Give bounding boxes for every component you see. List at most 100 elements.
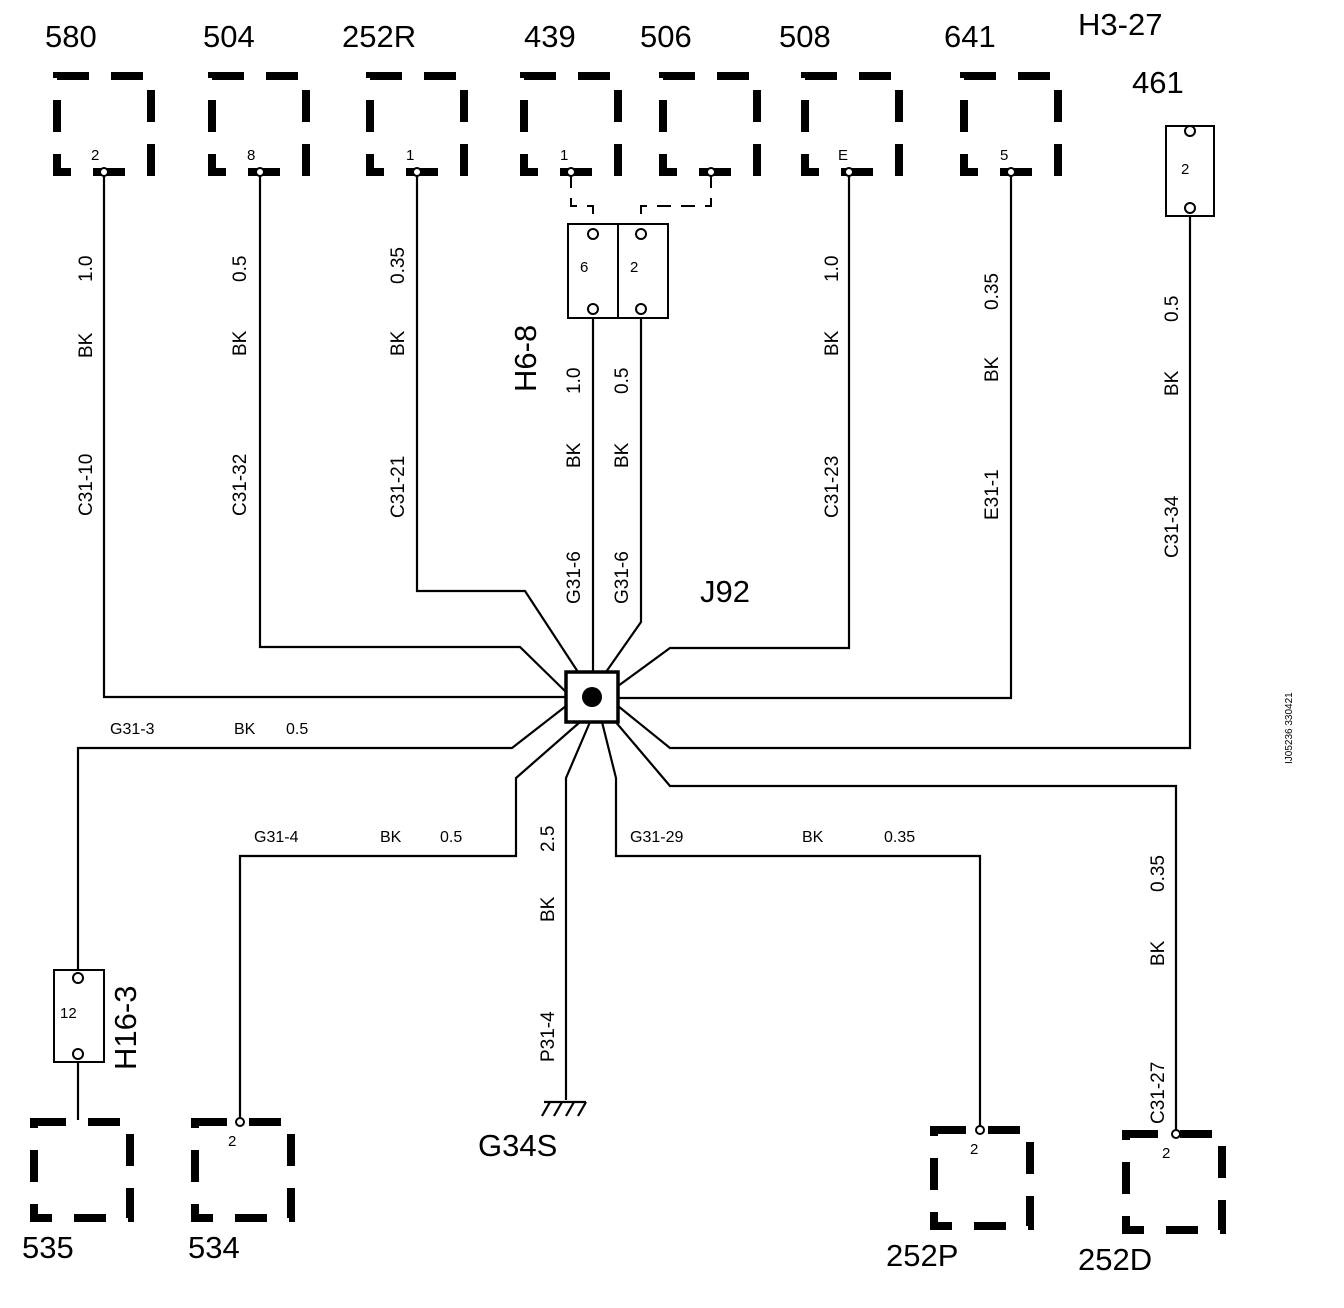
wire-580: [102, 174, 566, 699]
svg-text:BK: BK: [822, 330, 843, 356]
svg-text:1.0: 1.0: [564, 368, 585, 394]
svg-text:1: 1: [406, 147, 414, 164]
svg-text:2: 2: [91, 147, 99, 164]
label-j92: J92: [700, 574, 750, 609]
wire-641: [618, 174, 1013, 700]
svg-text:1.0: 1.0: [76, 256, 97, 282]
svg-text:C31-27: C31-27: [1148, 1062, 1169, 1124]
document-id: IJ05236 330421: [1284, 692, 1295, 764]
svg-text:BK: BK: [388, 330, 409, 356]
wire-461: [617, 212, 1192, 750]
svg-text:1.0: 1.0: [822, 256, 843, 282]
svg-text:252R: 252R: [342, 19, 416, 54]
svg-text:0.35: 0.35: [884, 829, 915, 846]
connector-461: 461 2: [1132, 65, 1215, 217]
svg-text:0.35: 0.35: [1148, 855, 1169, 892]
svg-text:535: 535: [22, 1230, 74, 1265]
wire-504: [258, 174, 567, 693]
svg-text:1: 1: [560, 147, 568, 164]
svg-text:2: 2: [228, 1133, 236, 1150]
svg-text:BK: BK: [982, 356, 1003, 382]
svg-text:5: 5: [1000, 147, 1008, 164]
wire-252P: [600, 721, 982, 1130]
wire-labels-vertical: 1.0 BK C31-10 0.5 BK C31-32 0.35 BK C31-…: [76, 247, 1183, 1124]
wire-508: [617, 174, 851, 687]
svg-text:C31-32: C31-32: [230, 454, 251, 516]
connector-252R: 252R 1: [342, 19, 468, 177]
svg-text:2: 2: [1181, 161, 1189, 178]
svg-text:BK: BK: [234, 721, 256, 738]
svg-text:0.5: 0.5: [286, 721, 308, 738]
connector-534: 534 2: [188, 1117, 295, 1265]
svg-text:0.35: 0.35: [388, 247, 409, 284]
svg-text:BK: BK: [612, 442, 633, 468]
ground-icon: [541, 1100, 587, 1117]
svg-text:BK: BK: [76, 332, 97, 358]
svg-text:8: 8: [247, 147, 255, 164]
svg-text:BK: BK: [564, 442, 585, 468]
inline-connector-h16-3: 12 H16-3: [53, 969, 143, 1070]
connector-641: 641 5: [944, 19, 1062, 177]
svg-text:H16-3: H16-3: [108, 986, 143, 1070]
wire-h16-3: [76, 705, 567, 970]
svg-text:G31-6: G31-6: [612, 551, 633, 604]
svg-text:BK: BK: [538, 896, 559, 922]
svg-text:E31-1: E31-1: [982, 469, 1003, 520]
svg-text:0.35: 0.35: [982, 273, 1003, 310]
svg-text:0.5: 0.5: [1162, 296, 1183, 322]
svg-text:252D: 252D: [1078, 1242, 1152, 1277]
svg-text:G31-4: G31-4: [254, 829, 299, 846]
svg-text:BK: BK: [1162, 370, 1183, 396]
svg-text:G31-6: G31-6: [564, 551, 585, 604]
connector-506: 506: [640, 19, 761, 177]
svg-text:C31-34: C31-34: [1162, 495, 1183, 558]
wire-534: [238, 721, 581, 1120]
svg-text:0.5: 0.5: [440, 829, 462, 846]
jumper-439: [570, 174, 594, 226]
svg-text:641: 641: [944, 19, 996, 54]
connector-580: 580 2: [45, 19, 155, 177]
svg-text:439: 439: [524, 19, 576, 54]
svg-text:C31-21: C31-21: [388, 456, 409, 518]
label-g34s: G34S: [478, 1128, 557, 1163]
wire-506: [605, 307, 643, 673]
jumper-506: [640, 174, 712, 226]
svg-text:508: 508: [779, 19, 831, 54]
connector-439: 439 1: [520, 19, 622, 177]
svg-text:12: 12: [60, 1005, 77, 1022]
svg-text:P31-4: P31-4: [538, 1011, 559, 1062]
svg-text:G31-29: G31-29: [630, 829, 683, 846]
svg-text:BK: BK: [1148, 940, 1169, 966]
svg-text:C31-23: C31-23: [822, 456, 843, 518]
svg-text:252P: 252P: [886, 1238, 958, 1273]
svg-text:BK: BK: [802, 829, 824, 846]
wire-labels-horizontal: G31-3 BK 0.5 G31-4 BK 0.5 G31-29 BK 0.35: [110, 721, 915, 846]
svg-text:2: 2: [630, 259, 638, 276]
wire-252R: [415, 174, 579, 673]
svg-text:H6-8: H6-8: [508, 325, 543, 392]
svg-text:BK: BK: [230, 330, 251, 356]
connector-252D: 252D 2: [1078, 1129, 1226, 1277]
wire-ground: [564, 721, 592, 1100]
svg-text:534: 534: [188, 1230, 240, 1265]
svg-text:0.5: 0.5: [230, 256, 251, 282]
svg-text:504: 504: [203, 19, 255, 54]
connector-252P: 252P 2: [886, 1125, 1034, 1273]
connector-535: 535: [22, 1118, 134, 1265]
svg-text:0.5: 0.5: [612, 368, 633, 394]
svg-text:461: 461: [1132, 65, 1184, 100]
inline-connector-h6-8: 6 2 H6-8: [508, 223, 669, 392]
wire-paths: [76, 174, 1192, 1134]
connector-504: 504 8: [203, 19, 310, 177]
svg-text:BK: BK: [380, 829, 402, 846]
wire-252D: [613, 719, 1178, 1134]
svg-text:2: 2: [1162, 1145, 1170, 1162]
svg-text:2.5: 2.5: [538, 826, 559, 852]
svg-text:6: 6: [580, 259, 588, 276]
splice-j92: [564, 670, 620, 724]
svg-text:G31-3: G31-3: [110, 721, 155, 738]
svg-text:580: 580: [45, 19, 97, 54]
svg-text:E: E: [838, 147, 848, 164]
connector-508: 508 E: [779, 19, 903, 177]
